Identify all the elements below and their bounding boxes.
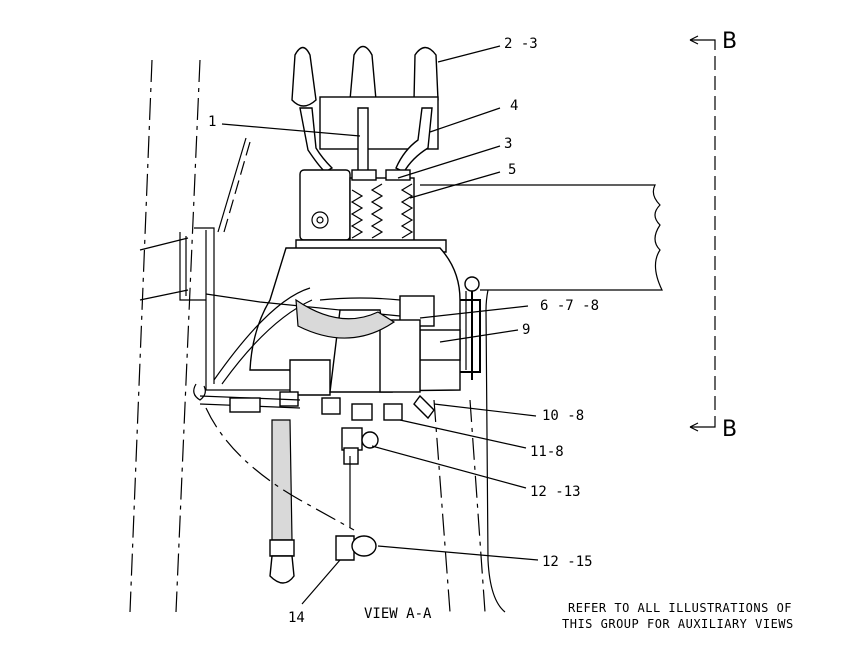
valve-housing — [194, 227, 481, 396]
console-outline — [420, 184, 663, 613]
pilot-valve-block — [295, 169, 447, 253]
callout-10-8: 10 -8 — [542, 408, 584, 424]
section-mark-top: B — [722, 29, 737, 54]
reference-note-line-2: THIS GROUP FOR AUXILIARY VIEWS — [562, 617, 794, 631]
hand-lever — [464, 276, 480, 380]
callout-labels: 2 -3 4 1 3 5 6 -7 -8 9 10 -8 11-8 12 -13… — [208, 36, 599, 626]
callout-6-7-8: 6 -7 -8 — [540, 298, 599, 314]
callout-14: 14 — [288, 610, 305, 626]
section-line-b-b — [689, 35, 716, 432]
callout-11-8: 11-8 — [530, 444, 564, 460]
reference-note-line-1: REFER TO ALL ILLUSTRATIONS OF — [568, 601, 792, 615]
callout-9: 9 — [522, 322, 530, 338]
callout-5: 5 — [508, 162, 516, 178]
hose-assembly — [193, 298, 396, 584]
callout-12-13: 12 -13 — [530, 484, 581, 500]
callout-2-3: 2 -3 — [504, 36, 538, 52]
control-levers — [291, 45, 439, 176]
frame-outline-left — [129, 59, 206, 613]
callout-4: 4 — [510, 98, 518, 114]
loose-parts — [335, 456, 377, 561]
section-mark-bottom: B — [722, 417, 737, 442]
fittings — [279, 391, 435, 465]
callout-1: 1 — [208, 114, 216, 130]
leader-lines — [221, 45, 539, 605]
callout-3: 3 — [504, 136, 512, 152]
phantom-line — [205, 137, 355, 531]
view-label: VIEW A-A — [364, 606, 432, 622]
callout-12-15: 12 -15 — [542, 554, 593, 570]
